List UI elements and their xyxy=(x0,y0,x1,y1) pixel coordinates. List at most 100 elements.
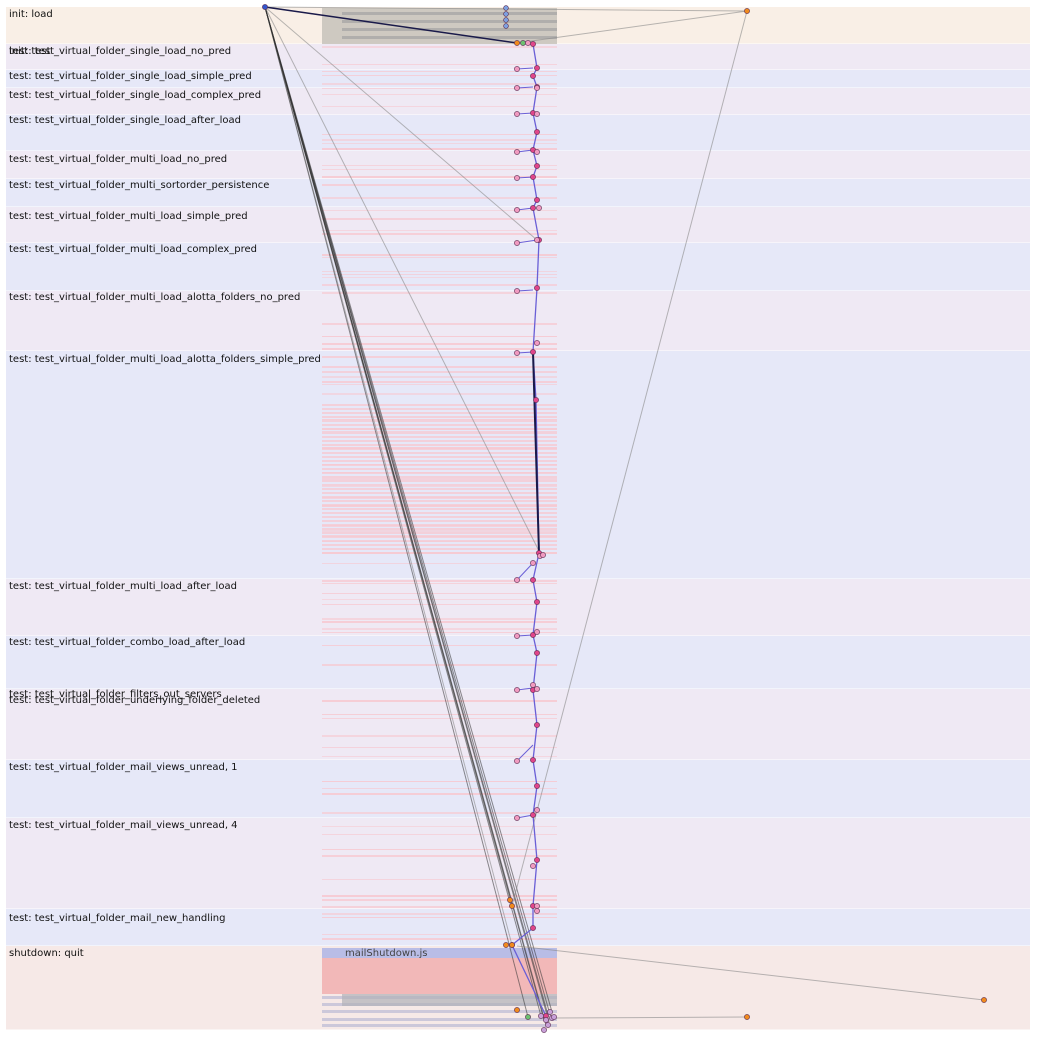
activity-stripe xyxy=(322,747,557,748)
activity-stripe xyxy=(322,254,557,256)
phase-label: test: test_virtual_folder_underlying_fol… xyxy=(9,695,260,706)
phase-band xyxy=(6,44,1030,70)
event-node xyxy=(534,111,540,117)
event-node xyxy=(534,149,540,155)
event-node xyxy=(534,722,540,728)
event-node xyxy=(530,205,536,211)
activity-stripe xyxy=(322,826,557,827)
phase-label: test: test_virtual_folder_single_load_co… xyxy=(9,90,261,101)
branch-edge xyxy=(516,562,534,581)
call-edge xyxy=(516,945,985,1001)
phase-band xyxy=(6,207,1030,243)
activity-stripe xyxy=(322,468,557,470)
shutdown-activity-block xyxy=(322,958,557,994)
call-edge xyxy=(264,6,538,241)
activity-stripe xyxy=(322,714,557,715)
phase-label: test: test_virtual_folder_single_load_si… xyxy=(9,71,252,82)
event-node xyxy=(534,686,540,692)
activity-stripe xyxy=(322,431,557,432)
event-node xyxy=(530,925,536,931)
activity-stripe xyxy=(322,464,557,466)
activity-stripe xyxy=(322,376,557,378)
phase-label: test: test_virtual_folder_multi_load_sim… xyxy=(9,211,248,222)
activity-stripe xyxy=(322,834,557,835)
call-edge xyxy=(264,6,547,1026)
phase-label: init: load xyxy=(9,9,53,20)
event-node xyxy=(530,632,536,638)
activity-stripe xyxy=(322,528,557,530)
event-node xyxy=(534,857,540,863)
phase-label: test: test_virtual_folder_multi_load_aft… xyxy=(9,581,237,592)
call-edge xyxy=(264,6,553,1013)
event-node xyxy=(538,1013,544,1019)
activity-stripe xyxy=(322,488,557,490)
activity-stripe xyxy=(322,46,557,48)
event-node xyxy=(530,812,536,818)
activity-stripe xyxy=(322,621,557,623)
event-node xyxy=(533,397,539,403)
activity-stripe xyxy=(322,544,557,546)
activity-stripe xyxy=(322,480,557,482)
activity-stripe xyxy=(322,271,557,272)
activity-stripe xyxy=(322,71,557,72)
activity-stripe xyxy=(322,233,557,235)
activity-stripe xyxy=(322,552,557,554)
phase-label: test: test_virtual_folder_multi_load_alo… xyxy=(9,292,300,303)
event-node xyxy=(534,65,540,71)
activity-stripe xyxy=(322,404,557,406)
phase-label: test: test_virtual_folder_single_load_no… xyxy=(9,46,231,57)
phase-label: test: test_virtual_folder_mail_new_handl… xyxy=(9,913,225,924)
phase-band xyxy=(6,579,1030,636)
event-node xyxy=(534,85,540,91)
activity-stripe xyxy=(322,343,557,345)
activity-stripe xyxy=(322,476,557,478)
remote-node xyxy=(981,997,987,1003)
activity-stripe xyxy=(322,508,557,510)
event-node xyxy=(534,650,540,656)
activity-stripe xyxy=(322,583,557,584)
shutdown-file-block xyxy=(322,948,557,958)
phase-band xyxy=(6,70,1030,88)
phase-band xyxy=(6,179,1030,207)
event-node xyxy=(514,175,520,181)
call-edge xyxy=(511,10,748,907)
activity-stripe xyxy=(322,664,557,666)
activity-stripe xyxy=(322,599,557,600)
event-node xyxy=(514,633,520,639)
activity-stripe xyxy=(322,793,557,795)
activity-stripe xyxy=(322,348,557,350)
event-node xyxy=(534,629,540,635)
event-node xyxy=(541,1027,547,1033)
phase-band xyxy=(6,636,1030,689)
event-nodes xyxy=(262,4,987,1033)
remote-node xyxy=(744,1014,750,1020)
event-node xyxy=(503,11,509,17)
phase-label: test: test_virtual_folder_mail_views_unr… xyxy=(9,820,238,831)
activity-stripe xyxy=(322,323,557,325)
event-node xyxy=(530,174,536,180)
activity-stripe xyxy=(322,366,557,368)
activity-stripe xyxy=(322,532,557,534)
activity-stripe xyxy=(322,781,557,782)
event-node xyxy=(509,942,515,948)
activity-stripe xyxy=(322,284,557,286)
activity-stripe xyxy=(322,371,557,373)
activity-stripe xyxy=(322,176,557,178)
event-node xyxy=(503,23,509,29)
activity-stripe xyxy=(322,393,557,395)
activity-stripe xyxy=(322,500,557,502)
activity-stripe xyxy=(322,917,557,918)
activity-stripe xyxy=(322,512,557,514)
event-node xyxy=(530,577,536,583)
event-node xyxy=(503,942,509,948)
event-node xyxy=(530,757,536,763)
activity-stripe xyxy=(322,274,557,275)
event-node xyxy=(520,40,526,46)
event-node xyxy=(551,1014,557,1020)
activity-stripe xyxy=(322,94,557,95)
event-node xyxy=(547,1009,553,1015)
activity-stripe xyxy=(322,849,557,850)
root-node xyxy=(262,4,268,10)
activity-stripe xyxy=(322,408,557,410)
activity-stripe xyxy=(322,548,557,550)
